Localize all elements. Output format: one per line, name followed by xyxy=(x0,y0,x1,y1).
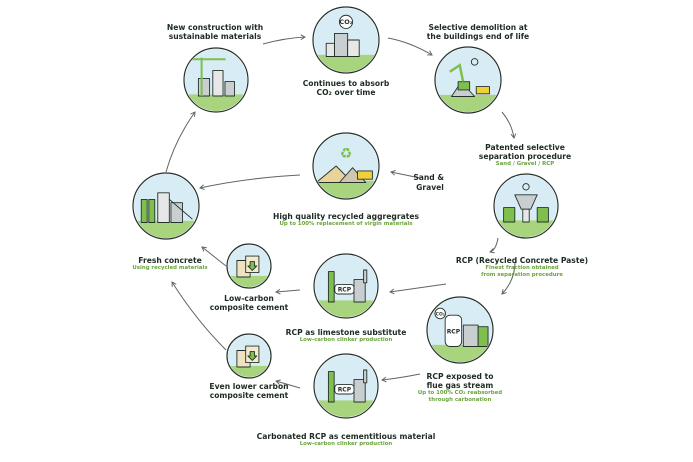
title-line: Continues to absorb xyxy=(302,79,390,88)
co2-absorb-illustration: CO₂ xyxy=(312,6,380,74)
aggregates-illustration: ♻ xyxy=(312,132,380,200)
aggregates-subtitle: Up to 100% replacement of virgin materia… xyxy=(279,221,413,227)
rcp-glyph: RCP xyxy=(338,386,352,393)
new-construction-title: New construction with sustainable materi… xyxy=(167,23,263,41)
rcp-glyph: RCP xyxy=(447,328,461,335)
rcp-subtitle-line: from separation procedure xyxy=(481,272,563,278)
cementitious-illustration: RCP xyxy=(313,353,379,419)
separation-illustration xyxy=(493,173,559,239)
title-line: composite cement xyxy=(209,391,289,400)
flue-gas-subtitle-line: through carbonation xyxy=(428,397,492,403)
cementitious-title: Carbonated RCP as cementitious material … xyxy=(257,432,436,448)
recycle-icon: ♻ xyxy=(340,146,353,162)
flow-arrow xyxy=(489,237,499,254)
rcp-glyph: RCP xyxy=(338,286,352,293)
flow-arrow xyxy=(165,111,196,173)
cementitious-subtitle: Low-carbon clinker production xyxy=(299,441,393,447)
flow-arrow xyxy=(171,281,227,351)
sand-gravel-label-line2: Gravel xyxy=(416,183,444,192)
co2-absorb-title: Continues to absorb CO₂ over time xyxy=(303,79,390,97)
flow-arrow xyxy=(262,34,306,45)
flue-gas-illustration: RCP CO₂ xyxy=(426,296,494,364)
title-line: RCP exposed to xyxy=(426,372,494,381)
flow-arrows xyxy=(165,34,517,389)
limestone-title: RCP as limestone substitute Low-carbon c… xyxy=(286,328,407,344)
title-line: flue gas stream xyxy=(426,381,494,390)
rcp-subtitle-line: Finest fraction obtained xyxy=(485,265,559,271)
title-line: Even lower carbon xyxy=(209,382,289,391)
flow-arrow xyxy=(501,111,517,139)
flue-gas-title: RCP exposed to flue gas stream Up to 100… xyxy=(418,372,502,404)
title-line: RCP as limestone substitute xyxy=(285,328,407,337)
flow-arrow xyxy=(201,246,227,267)
limestone-subtitle: Low-carbon clinker production xyxy=(299,337,393,343)
flow-arrow xyxy=(501,261,516,295)
title-line: composite cement xyxy=(209,303,289,312)
aggregates-title: High quality recycled aggregrates Up to … xyxy=(273,212,419,228)
title-line: Patented selective xyxy=(485,143,565,152)
co2-glyph: CO₂ xyxy=(339,18,352,26)
flow-arrow xyxy=(390,170,421,179)
title-line: separation procedure xyxy=(478,152,572,161)
title-line: RCP (Recycled Concrete Paste) xyxy=(455,256,589,265)
flow-arrow xyxy=(275,288,301,295)
limestone-illustration: RCP xyxy=(313,253,379,319)
flow-arrow xyxy=(387,37,433,56)
sand-gravel-label-line1: Sand & xyxy=(413,173,444,182)
title-line: Low-carbon xyxy=(224,294,274,303)
flow-arrow xyxy=(389,283,447,295)
title-line: sustainable materials xyxy=(168,32,262,41)
title-line: CO₂ over time xyxy=(316,88,376,97)
fresh-concrete-illustration xyxy=(132,172,200,240)
sand-gravel-label: Sand & Gravel xyxy=(413,173,446,192)
co2-glyph: CO₂ xyxy=(436,311,445,317)
rcp-title: RCP (Recycled Concrete Paste) Finest fra… xyxy=(456,256,588,279)
fresh-concrete-subtitle: Using recycled materials xyxy=(132,265,208,271)
low-carbon-cement-illustration xyxy=(226,243,272,289)
flow-arrow xyxy=(275,379,301,389)
flow-arrow xyxy=(381,373,421,383)
even-lower-cement-illustration xyxy=(226,333,272,379)
demolition-illustration xyxy=(434,46,502,114)
flow-arrow xyxy=(199,174,301,190)
title-line: Selective demolition at xyxy=(428,23,528,32)
low-carbon-cement-title: Low-carbon composite cement xyxy=(210,294,289,312)
separation-subtitle: Sand / Gravel / RCP xyxy=(495,161,555,167)
title-line: High quality recycled aggregrates xyxy=(272,212,420,221)
stage-illustrations: CO₂ ♻ RCP RCP CO₂ RCP xyxy=(132,6,559,419)
title-line: New construction with xyxy=(166,23,264,32)
separation-title: Patented selective separation procedure … xyxy=(479,143,571,168)
title-line: Carbonated RCP as cementitious material xyxy=(256,432,436,441)
title-line: the buildings end of life xyxy=(426,32,530,41)
fresh-concrete-title: Fresh concrete Using recycled materials xyxy=(132,256,207,272)
even-lower-cement-title: Even lower carbon composite cement xyxy=(209,382,288,400)
demolition-title: Selective demolition at the buildings en… xyxy=(427,23,529,41)
flue-gas-subtitle-line: Up to 100% CO₂ reabsorbed xyxy=(417,390,503,396)
title-line: Fresh concrete xyxy=(138,256,202,265)
